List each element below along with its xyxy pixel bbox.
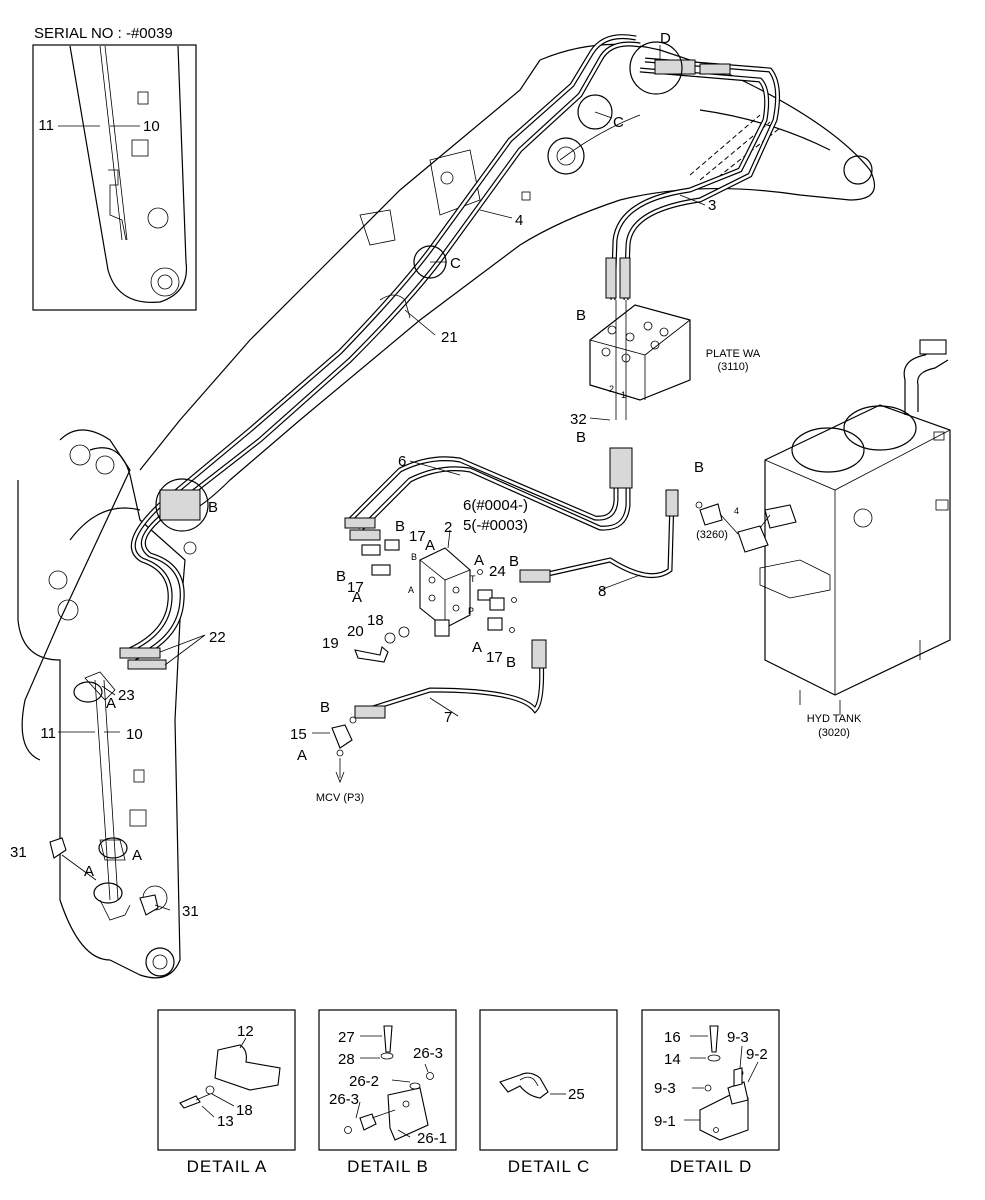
marker-c1: C (613, 114, 624, 131)
marker-a7: A (132, 847, 142, 864)
port-b: B (411, 552, 417, 562)
detail-b-28: 28 (338, 1051, 355, 1068)
marker-b4: B (395, 518, 405, 535)
marker-a5: A (297, 747, 307, 764)
label-20: 20 (347, 623, 364, 640)
label-4: 4 (515, 212, 523, 229)
detail-d-16: 16 (664, 1029, 681, 1046)
label-10-boom: 10 (126, 726, 143, 743)
inset-label-11: 11 (38, 117, 54, 134)
label-19: 19 (322, 635, 339, 652)
marker-b5: B (336, 568, 346, 585)
label-24: 24 (489, 563, 506, 580)
detail-c-caption: DETAIL C (508, 1157, 591, 1176)
mcv-label: MCV (P3) (316, 792, 364, 804)
inset-label-10: 10 (143, 118, 160, 135)
marker-b2: B (576, 429, 586, 446)
serial-inset: SERIAL NO : -#0039 11 10 (32, 25, 197, 311)
boom-hoses (73, 34, 781, 921)
detail-a-18: 18 (236, 1102, 253, 1119)
marker-b3: B (694, 459, 704, 476)
leaders (58, 45, 706, 911)
label-18: 18 (367, 612, 384, 629)
label-15: 15 (290, 726, 307, 743)
detail-b-26-1: 26-1 (417, 1130, 447, 1147)
marker-b1: B (576, 307, 586, 324)
detail-d-9-3b: 9-3 (654, 1080, 676, 1097)
label-8: 8 (598, 583, 606, 600)
label-17a: 17 (409, 528, 426, 545)
marker-b6: B (509, 553, 519, 570)
marker-c2: C (450, 255, 461, 272)
detail-c-25: 25 (568, 1086, 585, 1103)
label-31a: 31 (10, 844, 27, 861)
port-p: P (468, 606, 474, 616)
label-11-boom: 11 (40, 725, 56, 742)
port-t: T (470, 574, 476, 584)
detail-a-13: 13 (217, 1113, 234, 1130)
bolts-31 (49, 837, 159, 916)
marker-a6: A (106, 695, 116, 712)
label-32: 32 (570, 411, 587, 428)
marker-b9: B (208, 499, 218, 516)
label-7: 7 (444, 709, 452, 726)
detail-d-14: 14 (664, 1051, 681, 1068)
port-a: A (408, 585, 414, 595)
detail-b-26-2: 26-2 (349, 1073, 379, 1090)
letter-markers: B B B B B B B B B A A A A A A A A C C D (84, 30, 704, 880)
detail-d-9-3a: 9-3 (727, 1029, 749, 1046)
marker-a2: A (474, 552, 484, 569)
valve-block: T P B A (354, 539, 517, 663)
label-17b: 17 (347, 579, 364, 596)
detail-c: 25 DETAIL C (479, 1009, 618, 1176)
plate-label: PLATE WA (706, 348, 761, 360)
label-2: 2 (444, 519, 452, 536)
fitting-4: 4 (734, 506, 739, 516)
label-17c: 17 (486, 649, 503, 666)
detail-b-caption: DETAIL B (347, 1157, 429, 1176)
marker-b7: B (506, 654, 516, 671)
lower-hoses (344, 447, 679, 719)
label-22: 22 (209, 629, 226, 646)
label-23: 23 (118, 687, 135, 704)
label-5-serial: 5(-#0003) (463, 517, 528, 534)
detail-d-9-1: 9-1 (654, 1113, 676, 1130)
label-31b: 31 (182, 903, 199, 920)
marker-d: D (660, 30, 671, 47)
marker-a3: A (352, 589, 362, 606)
detail-b: 27 28 26-3 26-2 26-3 26-1 DETAIL B (318, 1009, 457, 1176)
label-6-serial: 6(#0004-) (463, 497, 528, 514)
hose-num-2: 2 (609, 384, 614, 394)
label-6: 6 (398, 453, 406, 470)
plate-wa: PLATE WA (3110) 2 1 (589, 300, 761, 420)
marker-b8: B (320, 699, 330, 716)
detail-a-caption: DETAIL A (187, 1157, 268, 1176)
code-3260: (3260) (696, 529, 728, 541)
detail-d-caption: DETAIL D (670, 1157, 753, 1176)
detail-b-27: 27 (338, 1029, 355, 1046)
marker-a8: A (84, 863, 94, 880)
label-3: 3 (708, 197, 716, 214)
elbow-mcv: MCV (P3) (316, 716, 364, 804)
tank-code: (3020) (818, 727, 850, 739)
fitting-3260: (3260) 4 (695, 501, 797, 553)
marker-a4: A (472, 639, 482, 656)
detail-a: 12 13 18 DETAIL A (157, 1009, 296, 1176)
tank-label: HYD TANK (807, 713, 862, 725)
hyd-tank: HYD TANK (3020) (759, 339, 951, 739)
plate-code: (3110) (718, 361, 749, 373)
hose-num-1: 1 (621, 390, 626, 400)
detail-d-9-2: 9-2 (746, 1046, 768, 1063)
detail-b-26-3a: 26-3 (413, 1045, 443, 1062)
boom-arm-outline (17, 43, 875, 979)
detail-b-26-3b: 26-3 (329, 1091, 359, 1108)
callouts: 4 3 21 22 23 11 10 6 6(#0004-) 5(-#0003)… (10, 197, 716, 920)
serial-note: SERIAL NO : -#0039 (34, 25, 173, 42)
detail-a-12: 12 (237, 1023, 254, 1040)
label-21: 21 (441, 329, 458, 346)
marker-a1: A (425, 537, 435, 554)
detail-d: 16 9-3 9-2 14 9-3 9-1 DETAIL D (641, 1009, 780, 1176)
